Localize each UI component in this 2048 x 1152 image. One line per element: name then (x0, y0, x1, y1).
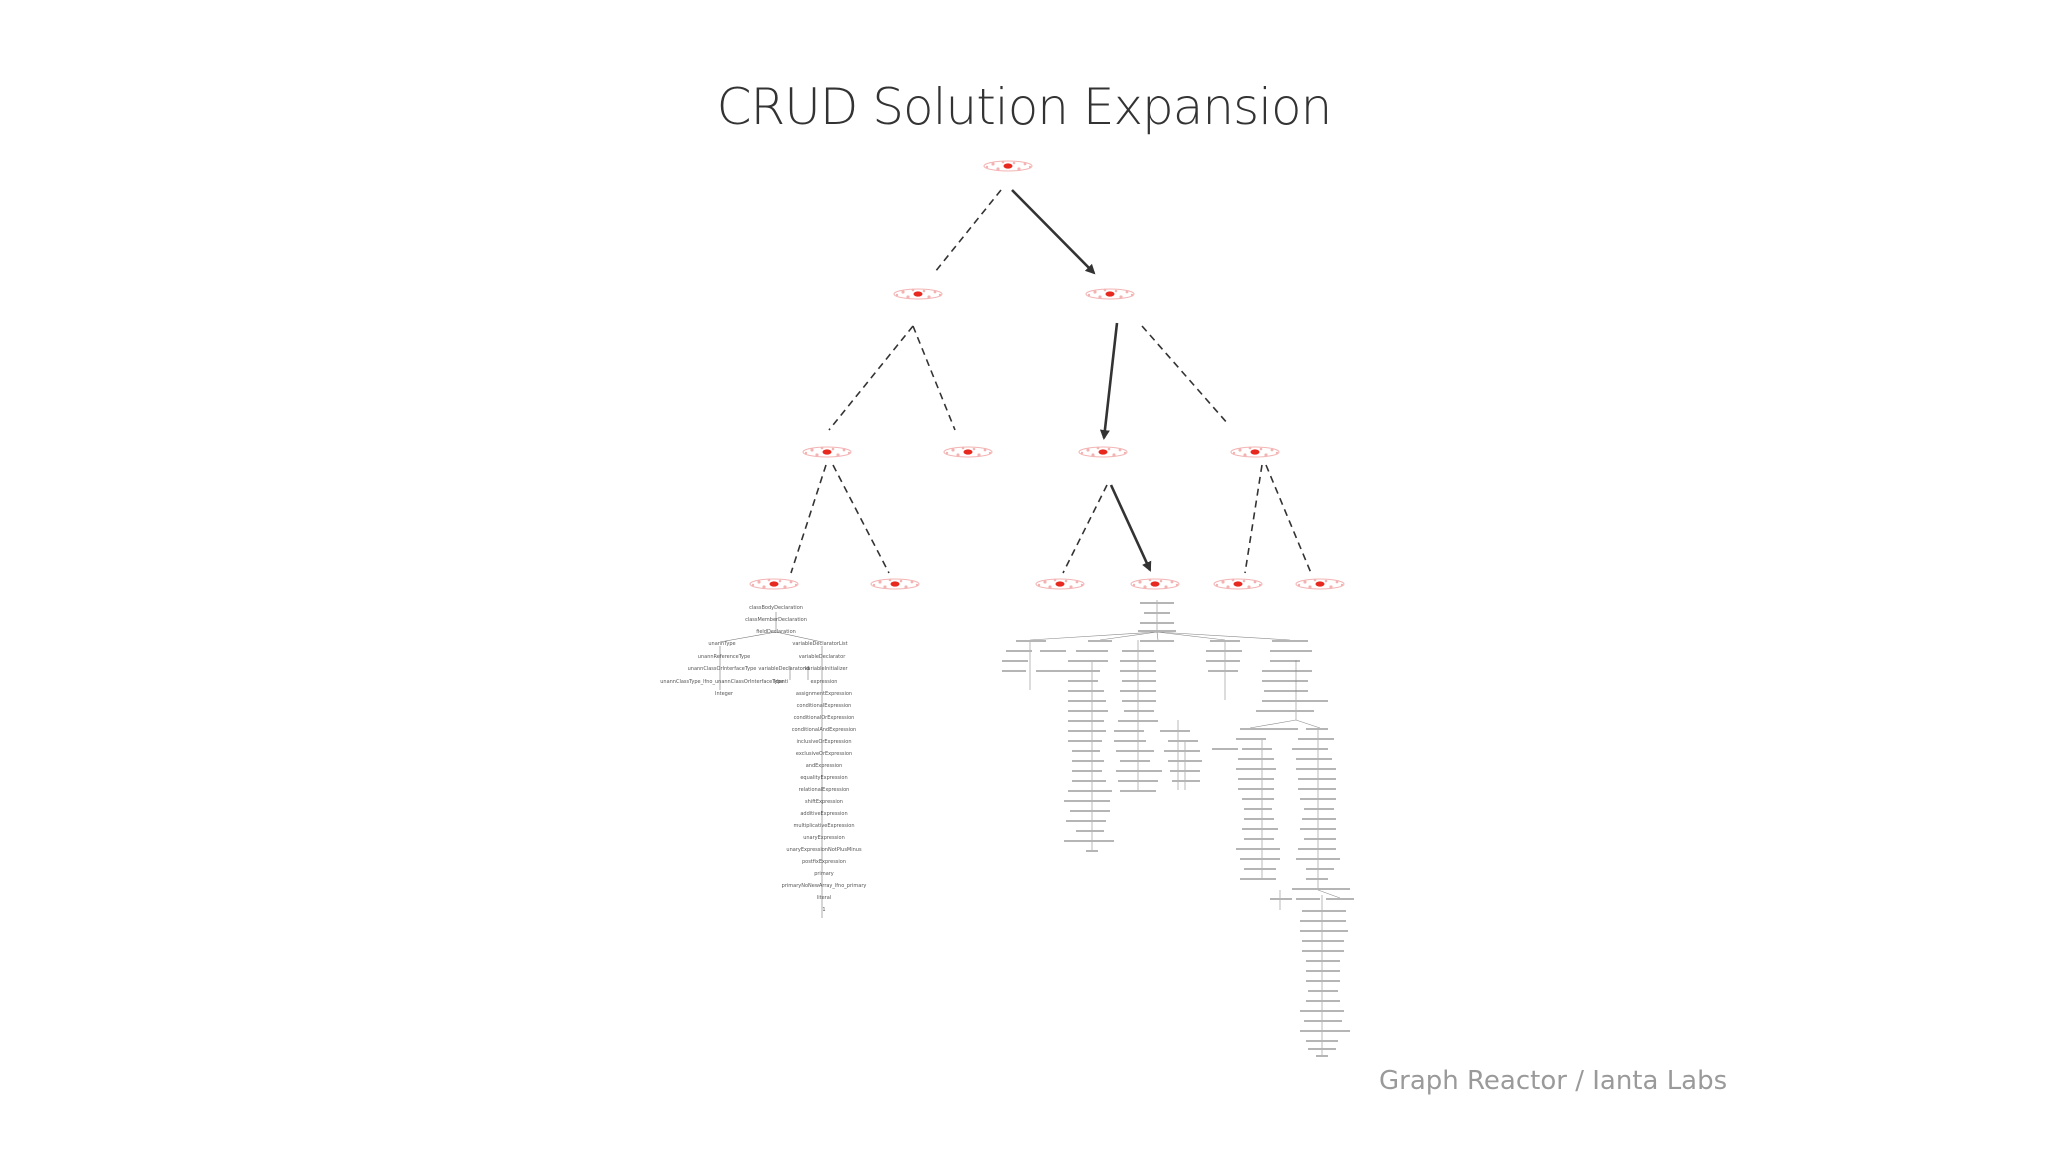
ast-left-labels: classBodyDeclaration classMemberDeclarat… (660, 605, 866, 913)
ast-node: equalityExpression (800, 775, 847, 781)
ast-node: primaryNoNewArray_lfno_primary (782, 883, 867, 889)
ast-node: 1 (822, 907, 825, 913)
node-l3c (1035, 578, 1085, 590)
ast-node: additiveExpression (800, 811, 847, 817)
node-root (983, 160, 1033, 172)
ast-node: exclusiveOrExpression (796, 751, 852, 757)
node-l2b (943, 446, 993, 458)
ast-node: unaryExpressionNotPlusMinus (786, 847, 862, 853)
ast-node: assignmentExpression (796, 691, 852, 697)
ast-node: variableDeclaratorList (792, 641, 847, 647)
ast-left (719, 612, 823, 918)
edge-l2a-l3b (832, 464, 890, 574)
node-l3e (1213, 578, 1263, 590)
ast-node: fieldDeclaration (756, 629, 796, 635)
ast-node: unannReferenceType (698, 654, 750, 660)
ast-middle (1029, 600, 1291, 850)
node-l1a (893, 288, 943, 300)
edge-l1a-l2a (828, 325, 914, 431)
ast-node: variableDeclarator (799, 654, 846, 660)
ast-node: unannClassOrInterfaceType (688, 666, 757, 672)
edge-l2d-l3e (1244, 464, 1263, 574)
explored-edges (790, 189, 1312, 574)
node-l1b (1085, 288, 1135, 300)
solution-edge-root-l1b (1011, 189, 1096, 275)
ast-node: conditionalOrExpression (794, 715, 855, 721)
edge-root-l1a (934, 189, 1002, 273)
slide-title: CRUD Solution Expansion (716, 78, 1333, 136)
ast-node: classBodyDeclaration (749, 605, 803, 611)
edge-l2a-l3a (790, 464, 827, 574)
footer-credit: Graph Reactor / Ianta Labs (1379, 1066, 1728, 1096)
node-l2d (1230, 446, 1280, 458)
ast-node: andExpression (806, 763, 843, 769)
node-l3b (870, 578, 920, 590)
ast-node: conditionalAndExpression (792, 727, 856, 733)
solution-path-edges (1011, 189, 1152, 572)
ast-node: inclusiveOrExpression (796, 739, 851, 745)
edge-l1b-l2d (1141, 325, 1229, 425)
ast-right-texture (1212, 700, 1354, 1057)
ast-node: variableDeclaratorId (758, 666, 809, 672)
solution-edge-l1b-l2c (1099, 322, 1119, 440)
ast-node: expression (811, 679, 838, 685)
ast-node: classMemberDeclaration (745, 617, 807, 623)
ast-node: Integer (715, 691, 734, 697)
ast-right (1249, 660, 1341, 1055)
edge-l2c-l3c (1062, 484, 1108, 574)
ast-node: multiplicativeExpression (793, 823, 854, 829)
ast-node: relationalExpression (799, 787, 850, 793)
node-l2a (802, 446, 852, 458)
ast-node: unannClassType_lfno_unannClassOrInterfac… (660, 679, 784, 685)
ast-node: variableInitializer (804, 666, 848, 672)
ast-node: unaryExpression (803, 835, 845, 841)
ast-node: postfixExpression (802, 859, 846, 865)
ast-node: shiftExpression (805, 799, 843, 805)
node-l3d (1130, 578, 1180, 590)
node-l3a (749, 578, 799, 590)
ast-middle-texture (1002, 602, 1312, 852)
node-l3f (1295, 578, 1345, 590)
ast-node: literal (817, 895, 831, 901)
ast-node: unannType (708, 641, 735, 647)
edge-l2d-l3f (1265, 464, 1312, 574)
ast-node: primary (814, 871, 834, 877)
ast-node: conditionalExpression (797, 703, 852, 709)
ast-node: Identi (774, 679, 788, 685)
node-l2c (1078, 446, 1128, 458)
solution-edge-l2c-l3d (1109, 484, 1152, 572)
edge-l1a-l2b (912, 325, 956, 431)
